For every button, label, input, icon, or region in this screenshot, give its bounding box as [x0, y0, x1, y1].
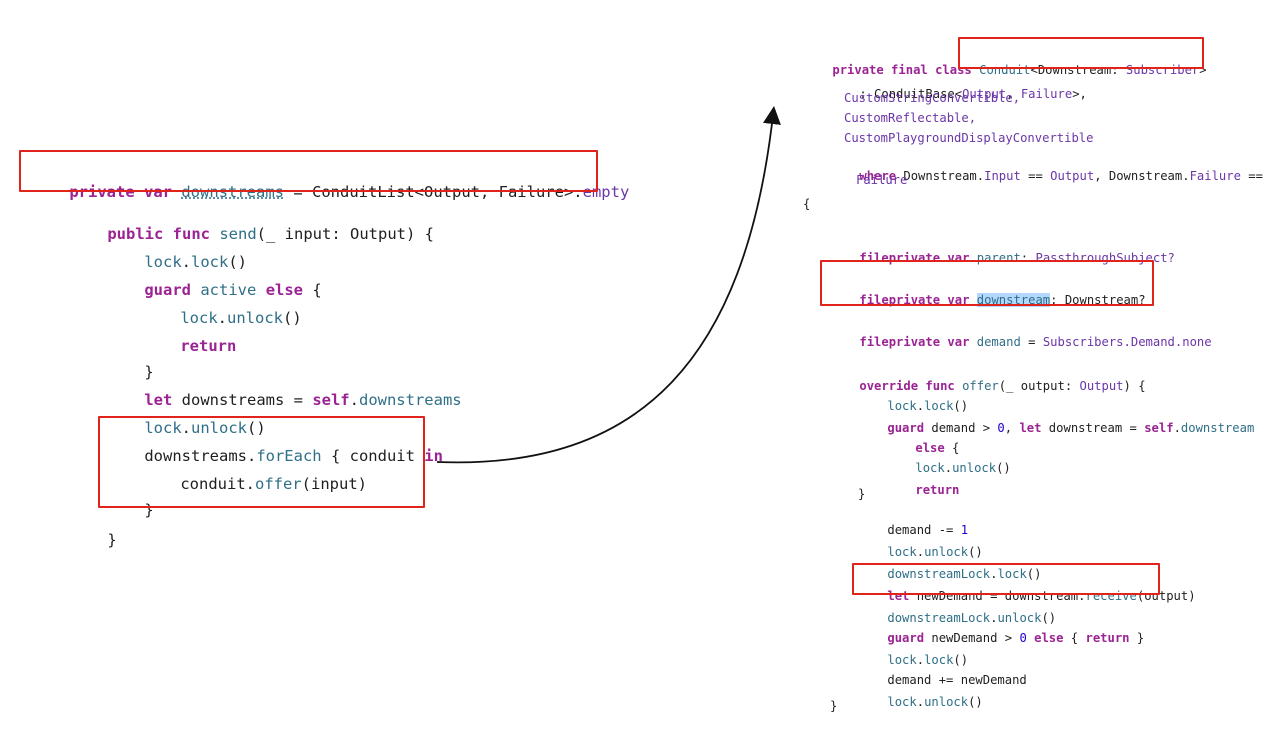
code-line: downstreams.forEach { conduit in [144, 447, 443, 465]
code-line: CustomStringConvertible, [844, 91, 1021, 105]
code-line: conduit.offer(input) [180, 475, 367, 493]
code-line: return [180, 337, 237, 355]
code-line: } [144, 501, 154, 519]
code-line: Failure [856, 173, 908, 187]
highlight-box-conduit-class [958, 37, 1204, 69]
code-line: downstreamLock.unlock() [887, 611, 1057, 625]
code-line: CustomReflectable, [844, 111, 977, 125]
downstreams-declaration: private var downstreams = ConduitList<Ou… [69, 183, 630, 201]
code-line: CustomPlaygroundDisplayConvertible [844, 131, 1094, 145]
code-line: lock.lock() [144, 253, 247, 271]
highlight-box-foreach [98, 416, 425, 508]
code-line: lock.unlock() [144, 419, 266, 437]
code-line: lock.unlock() [180, 309, 302, 327]
code-line: lock.lock() [887, 399, 969, 413]
code-line: else { [915, 441, 960, 455]
highlight-box-declaration [19, 150, 598, 192]
code-line: demand -= 1 [887, 523, 969, 537]
code-line: guard newDemand > 0 else { return } [887, 631, 1145, 645]
highlight-box-downstream-property [820, 260, 1154, 306]
code-line: return [915, 483, 960, 497]
code-line: : ConduitBase<Output, Failure>, [859, 87, 1087, 101]
code-line: guard demand > 0, let downstream = self.… [887, 421, 1255, 435]
code-line: } [830, 699, 838, 713]
code-line: fileprivate var demand = Subscribers.Dem… [859, 335, 1212, 349]
code-line: guard active else { [144, 281, 322, 299]
code-line: override func offer(_ output: Output) { [859, 379, 1146, 393]
code-line: lock.lock() [887, 653, 969, 667]
code-line: { [803, 197, 811, 211]
code-line: public func send(_ input: Output) { [107, 225, 434, 243]
code-line: } [144, 363, 154, 381]
code-line: downstreamLock.lock() [887, 567, 1042, 581]
code-line: where Downstream.Input == Output, Downst… [859, 169, 1263, 183]
code-line: demand += newDemand [887, 673, 1027, 687]
highlight-box-receive-call [852, 563, 1160, 595]
code-line: let downstreams = self.downstreams [144, 391, 462, 409]
code-line: lock.unlock() [887, 695, 983, 709]
code-line: } [107, 531, 117, 549]
code-line: fileprivate var downstream: Downstream? [859, 293, 1146, 307]
code-line: let newDemand = downstream.receive(outpu… [887, 589, 1196, 603]
code-line: lock.unlock() [887, 545, 983, 559]
code-line: } [858, 487, 866, 501]
code-line: private final class Conduit<Downstream: … [832, 63, 1207, 77]
code-line: lock.unlock() [915, 461, 1011, 475]
